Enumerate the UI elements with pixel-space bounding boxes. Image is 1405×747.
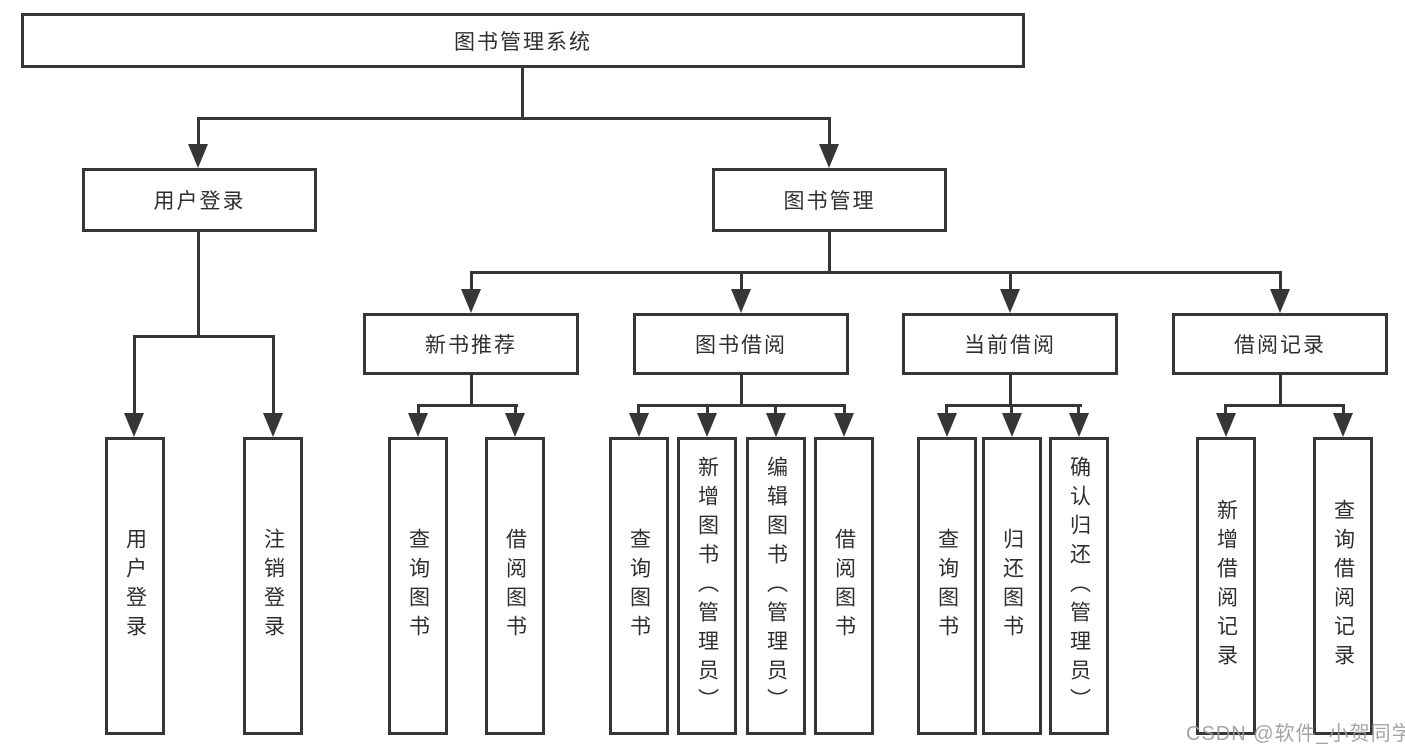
leaf-bookborrow-borrow: 借阅图书: [814, 437, 874, 735]
leaf-currentborrow-return: 归还图书: [982, 437, 1042, 735]
arrowhead-cb-return: [1002, 413, 1022, 437]
leaf-currentborrow-query: 查询图书: [917, 437, 977, 735]
edge-root-to-user-login: [197, 117, 200, 147]
leaf-newbooks-query-label: 查询图书: [406, 528, 430, 644]
leaf-records-add-label: 新增借阅记录: [1214, 499, 1238, 673]
edge-to-leaf-user-login: [133, 335, 136, 415]
arrowhead-br-query: [1333, 413, 1353, 437]
leaf-bookborrow-edit-admin: 编辑图书（管理员）: [746, 437, 806, 735]
edge-to-leaf-logout: [272, 335, 275, 415]
leaf-records-add: 新增借阅记录: [1196, 437, 1256, 735]
arrowhead-new-books: [461, 289, 481, 313]
edge-to-bb-edit: [774, 404, 777, 416]
leaf-records-query: 查询借阅记录: [1313, 437, 1373, 735]
arrowhead-leaf-logout: [263, 413, 283, 437]
edge-to-cb-confirm: [1077, 404, 1080, 416]
arrowhead-user-login: [188, 144, 208, 168]
arrowhead-cb-confirm: [1069, 413, 1089, 437]
edge-to-bb-query: [637, 404, 640, 416]
leaf-user-login: 用户登录: [105, 437, 165, 735]
edge-root-rail: [197, 117, 831, 120]
edge-book-borrow-rail: [637, 404, 846, 407]
leaf-bookborrow-add-admin-label: 新增图书（管理员）: [695, 455, 719, 717]
edge-to-book-borrow: [740, 271, 743, 293]
leaf-bookborrow-add-admin: 新增图书（管理员）: [677, 437, 737, 735]
leaf-newbooks-borrow-label: 借阅图书: [503, 528, 527, 644]
edge-to-nb-query: [417, 404, 420, 416]
node-new-books: 新书推荐: [363, 313, 579, 375]
edge-to-current-borrow: [1009, 271, 1012, 293]
leaf-currentborrow-confirm-admin: 确认归还（管理员）: [1049, 437, 1109, 735]
arrowhead-bb-query: [629, 413, 649, 437]
leaf-currentborrow-query-label: 查询图书: [935, 528, 959, 644]
edge-book-borrow-stem: [740, 375, 743, 407]
node-user-login: 用户登录: [82, 168, 317, 232]
leaf-bookborrow-edit-admin-label: 编辑图书（管理员）: [764, 455, 788, 717]
edge-borrow-records-rail: [1224, 404, 1345, 407]
arrowhead-current-borrow: [1000, 289, 1020, 313]
edge-book-mgmt-stem: [828, 232, 831, 274]
leaf-bookborrow-query-label: 查询图书: [627, 528, 651, 644]
leaf-logout-label: 注销登录: [261, 528, 285, 644]
edge-to-br-query: [1342, 404, 1345, 416]
arrowhead-nb-query: [408, 413, 428, 437]
edge-user-login-stem: [197, 232, 200, 338]
leaf-bookborrow-query: 查询图书: [609, 437, 669, 735]
edge-current-borrow-stem: [1009, 375, 1012, 407]
edge-book-mgmt-rail: [470, 271, 1282, 274]
leaf-currentborrow-confirm-admin-label: 确认归还（管理员）: [1067, 455, 1091, 717]
arrowhead-nb-borrow: [505, 413, 525, 437]
edge-to-br-add: [1224, 404, 1227, 416]
arrowhead-leaf-user-login: [124, 413, 144, 437]
edge-to-borrow-records: [1279, 271, 1282, 293]
node-book-mgmt: 图书管理: [712, 168, 947, 232]
edge-to-bb-borrow: [843, 404, 846, 416]
leaf-newbooks-borrow: 借阅图书: [485, 437, 545, 735]
csdn-watermark: CSDN @软件_小贺同学: [1186, 723, 1405, 745]
node-book-borrow: 图书借阅: [633, 313, 849, 375]
edge-root-stem: [521, 68, 524, 120]
edge-new-books-rail: [417, 404, 518, 407]
leaf-currentborrow-return-label: 归还图书: [1000, 528, 1024, 644]
arrowhead-borrow-records: [1270, 289, 1290, 313]
edge-to-cb-query: [945, 404, 948, 416]
node-borrow-records: 借阅记录: [1172, 313, 1388, 375]
edge-to-nb-borrow: [514, 404, 517, 416]
arrowhead-cb-query: [937, 413, 957, 437]
node-book-management-system: 图书管理系统: [21, 13, 1025, 68]
leaf-user-login-label: 用户登录: [123, 528, 147, 644]
arrowhead-bb-edit: [766, 413, 786, 437]
edge-borrow-records-stem: [1279, 375, 1282, 407]
edge-user-login-rail: [133, 335, 275, 338]
leaf-bookborrow-borrow-label: 借阅图书: [832, 528, 856, 644]
arrowhead-br-add: [1216, 413, 1236, 437]
arrowhead-book-mgmt: [819, 144, 839, 168]
arrowhead-bb-borrow: [834, 413, 854, 437]
edge-new-books-stem: [470, 375, 473, 407]
arrowhead-bb-add: [697, 413, 717, 437]
leaf-logout: 注销登录: [243, 437, 303, 735]
edge-root-to-book-mgmt: [828, 117, 831, 147]
leaf-records-query-label: 查询借阅记录: [1331, 499, 1355, 673]
edge-to-new-books: [470, 271, 473, 293]
edge-to-bb-add: [706, 404, 709, 416]
edge-current-borrow-rail: [945, 404, 1082, 407]
edge-to-cb-return: [1010, 404, 1013, 416]
arrowhead-book-borrow: [731, 289, 751, 313]
leaf-newbooks-query: 查询图书: [388, 437, 448, 735]
node-current-borrow: 当前借阅: [902, 313, 1118, 375]
